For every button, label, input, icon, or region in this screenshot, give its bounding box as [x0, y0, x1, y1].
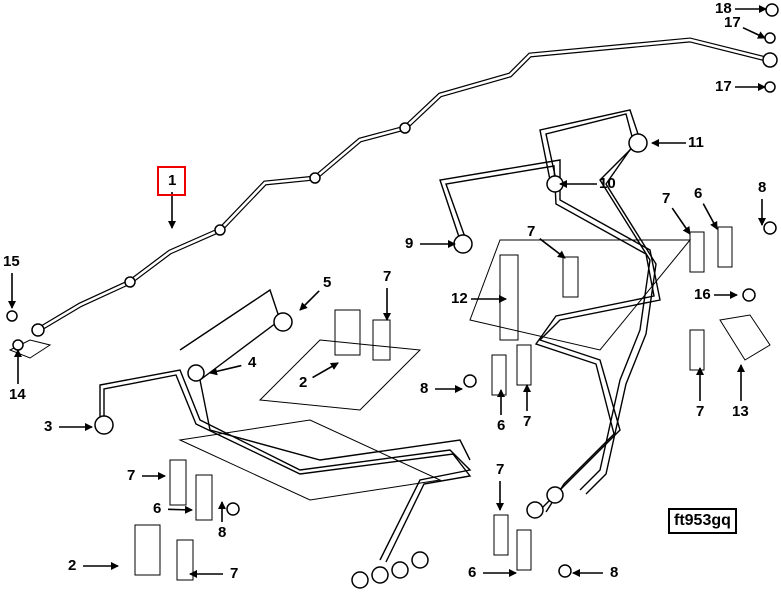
- callout-c4[interactable]: 4: [248, 354, 257, 371]
- callout-arrows: [8, 5, 767, 578]
- callout-c7b[interactable]: 7: [527, 223, 536, 240]
- callout-arrow-c6c: [167, 505, 193, 514]
- callout-c2a[interactable]: 2: [299, 374, 308, 391]
- callout-c7f[interactable]: 7: [127, 467, 136, 484]
- callout-c18[interactable]: 18: [715, 0, 732, 17]
- fuel-line-1: [35, 37, 773, 333]
- callout-arrow-c7c: [671, 207, 691, 235]
- callout-c8b[interactable]: 8: [420, 380, 429, 397]
- fuel-line-bundle: [99, 109, 661, 563]
- callout-c17a[interactable]: 17: [724, 14, 741, 31]
- callout-c7h[interactable]: 7: [496, 461, 505, 478]
- callout-c8d[interactable]: 8: [610, 564, 619, 581]
- callout-c2b[interactable]: 2: [68, 557, 77, 574]
- selected-callout-highlight: [157, 166, 186, 196]
- callout-c1[interactable]: 1: [168, 172, 177, 189]
- callout-arrow-c4: [209, 364, 242, 376]
- callout-c10[interactable]: 10: [599, 175, 616, 192]
- callout-c8c[interactable]: 8: [218, 524, 227, 541]
- callout-arrow-c7b: [539, 238, 566, 259]
- callout-arrow-c5: [299, 290, 320, 311]
- reference-code-box: ft953gq: [668, 508, 737, 534]
- callout-c9[interactable]: 9: [405, 235, 414, 252]
- callout-c7e[interactable]: 7: [696, 403, 705, 420]
- callout-c7d[interactable]: 7: [523, 413, 532, 430]
- fittings: [6, 3, 779, 589]
- callout-c13[interactable]: 13: [732, 403, 749, 420]
- callout-c6a[interactable]: 6: [694, 185, 703, 202]
- callout-c7c[interactable]: 7: [662, 190, 671, 207]
- callout-c5[interactable]: 5: [323, 274, 332, 291]
- callout-c6d[interactable]: 6: [468, 564, 477, 581]
- callout-c3[interactable]: 3: [44, 418, 53, 435]
- callout-c6c[interactable]: 6: [153, 500, 162, 517]
- callout-arrow-c17a: [742, 26, 766, 39]
- callout-c15[interactable]: 15: [3, 253, 20, 270]
- callout-c7a[interactable]: 7: [383, 268, 392, 285]
- callout-arrow-c6a: [702, 203, 718, 230]
- callout-c8a[interactable]: 8: [758, 179, 767, 196]
- callout-c16[interactable]: 16: [694, 286, 711, 303]
- callout-c17b[interactable]: 17: [715, 78, 732, 95]
- callout-c6b[interactable]: 6: [497, 417, 506, 434]
- callout-arrow-c2a: [312, 362, 339, 379]
- callout-c12[interactable]: 12: [451, 290, 468, 307]
- callout-c7g[interactable]: 7: [230, 565, 239, 582]
- callout-c11[interactable]: 11: [688, 134, 704, 151]
- callout-c14[interactable]: 14: [9, 386, 26, 403]
